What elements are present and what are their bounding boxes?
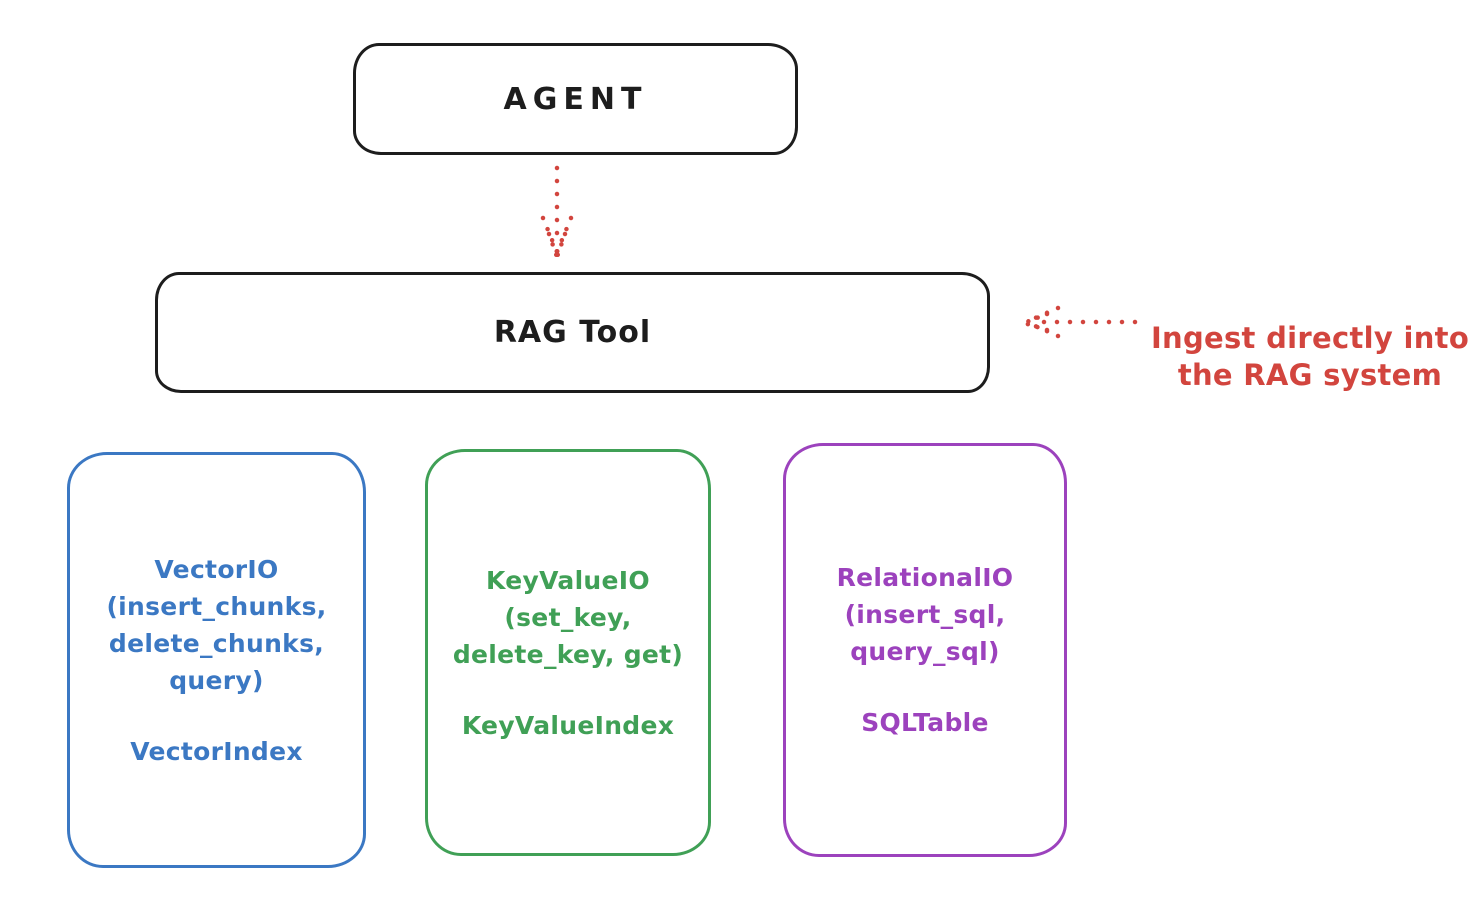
agent-node: AGENT [353, 43, 798, 155]
relational-io-index-label: SQLTable [861, 708, 989, 737]
ingest-annotation: Ingest directly into the RAG system [1140, 283, 1480, 394]
rag-tool-node: RAG Tool [155, 272, 990, 393]
ingest-annotation-text: Ingest directly into the RAG system [1150, 321, 1470, 393]
rag-tool-label: RAG Tool [493, 315, 652, 350]
agent-to-rag-arrow-icon [540, 165, 574, 260]
vector-io-index-label: VectorIndex [130, 736, 303, 766]
agent-label: AGENT [503, 81, 648, 117]
relational-io-methods: RelationalIO (insert_sql, query_sql) [836, 563, 1014, 666]
ingest-annotation-arrow-icon [1021, 305, 1138, 339]
keyvalue-io-index-label: KeyValueIndex [461, 710, 675, 740]
relational-io-node: RelationalIO (insert_sql, query_sql) SQL… [783, 443, 1067, 857]
keyvalue-io-node: KeyValueIO (set_key, delete_key, get) Ke… [425, 449, 711, 856]
vector-io-node: VectorIO (insert_chunks, delete_chunks, … [67, 452, 366, 868]
keyvalue-io-methods: KeyValueIO (set_key, delete_key, get) [452, 565, 684, 669]
vector-io-methods: VectorIO (insert_chunks, delete_chunks, … [106, 554, 327, 695]
